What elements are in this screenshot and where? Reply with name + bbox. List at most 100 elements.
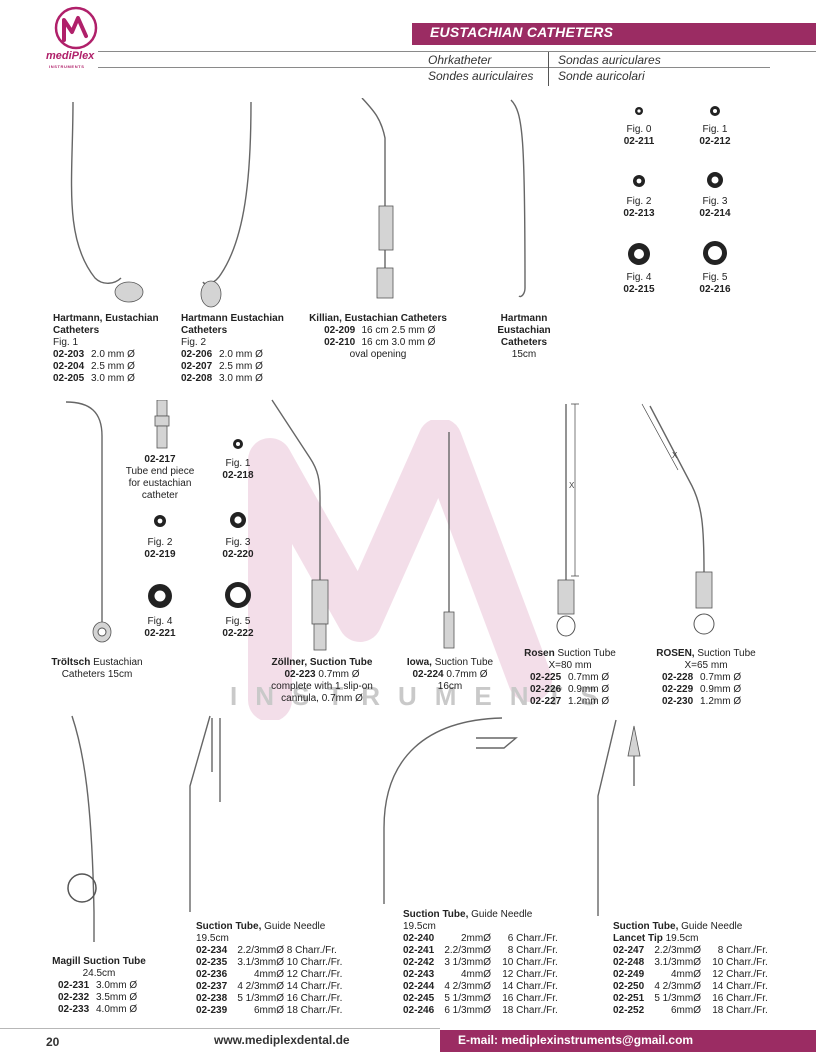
tip-fig1-icon	[710, 106, 720, 116]
brand-logo-subtext: INSTRUMENTS	[49, 64, 85, 69]
suction-2-block: Suction Tube, Guide Needle 19.5cm 02-240…	[403, 909, 583, 1017]
zollner-suction-tube-image	[271, 399, 329, 651]
hartmann-3-title: Hartmann Eustachian Catheters	[497, 313, 551, 348]
killian-catheter-handle	[378, 205, 394, 251]
rosen-suction-tube-2-image: X	[641, 403, 715, 635]
header-divider-2	[98, 67, 770, 68]
brand-logo	[52, 6, 100, 52]
hartmann-catheter-3-image-wrap	[510, 99, 526, 298]
hartmann-catheter-1-handle	[114, 281, 144, 303]
page-number: 20	[46, 1035, 60, 1049]
suction-3-block: Suction Tube, Guide Needle Lancet Tip 19…	[613, 921, 793, 1017]
footer-bar	[440, 1030, 816, 1052]
troltsch-catheter-image	[65, 401, 112, 643]
hartmann-2-title: Hartmann Eustachian Catheters	[181, 313, 284, 336]
troltsch-block: Tröltsch Eustachian Catheters 15cm	[51, 657, 143, 680]
rosen-suction-tube-1-image: X	[556, 403, 579, 637]
header-bar	[412, 23, 816, 45]
hartmann-1-fig: Fig. 1	[53, 337, 79, 348]
translation-it: Sonde auricolari	[558, 69, 645, 83]
translation-separator	[548, 52, 549, 86]
table-row: 02-210 16 cm 3.0 mm Ø	[324, 337, 436, 348]
tip-fig2-icon	[633, 175, 645, 187]
rosen-1-dimension-label: X	[569, 481, 575, 490]
suction-1-block: Suction Tube, Guide Needle 19.5cm 02-234…	[196, 921, 376, 1017]
tip-mid-fig5-icon	[225, 582, 251, 608]
rosen-2-dimension-label: X	[672, 451, 678, 460]
tip-fig5-icon	[703, 241, 727, 265]
hartmann-3-size: 15cm	[511, 349, 537, 360]
hartmann-catheter-3-image	[510, 99, 526, 298]
footer-divider	[0, 1028, 440, 1029]
killian-title: Killian, Eustachian Catheters	[309, 313, 447, 324]
tip-fig3-icon	[707, 172, 723, 188]
magill-suction-tube-image	[67, 715, 97, 942]
footer-email-link[interactable]: E-mail: mediplexinstruments@gmail.com	[458, 1033, 694, 1047]
iowa-block: Iowa, Suction Tube 02-224 0.7mm Ø 16cm	[406, 657, 494, 692]
suction-tube-guide-needle-2-image	[383, 717, 518, 904]
zollner-block: Zöllner, Suction Tube 02-223 0.7mm Ø com…	[271, 657, 373, 704]
tip-mid-fig4-icon	[148, 584, 172, 608]
hartmann-3-block: Hartmann Eustachian Catheters 15cm	[464, 313, 584, 361]
hartmann-catheter-1-image	[70, 101, 122, 284]
tip-mid-fig3-icon	[230, 512, 246, 528]
killian-catheter-connector	[376, 267, 394, 299]
killian-catheter-image	[361, 98, 386, 268]
footer-website-link[interactable]: www.mediplexdental.de	[214, 1033, 350, 1047]
translation-es: Sondas auriculares	[558, 53, 661, 67]
table-row: 02-209 16 cm 2.5 mm Ø	[324, 325, 436, 336]
hartmann-catheter-2-handle	[200, 280, 222, 308]
translation-fr: Sondes auriculaires	[428, 69, 534, 83]
tip-mid-fig1-icon	[233, 439, 243, 449]
hartmann-1-block: Hartmann, Eustachian Catheters Fig. 1 02…	[53, 313, 173, 385]
hartmann-1-title: Hartmann, Eustachian Catheters	[53, 313, 159, 336]
killian-note: oval opening	[349, 349, 407, 360]
tube-end-piece-image	[154, 400, 170, 449]
hartmann-2-block: Hartmann Eustachian Catheters Fig. 2 02-…	[181, 313, 301, 385]
hartmann-catheter-2-image	[202, 101, 252, 285]
suction-tube-guide-needle-1-image	[189, 715, 221, 912]
